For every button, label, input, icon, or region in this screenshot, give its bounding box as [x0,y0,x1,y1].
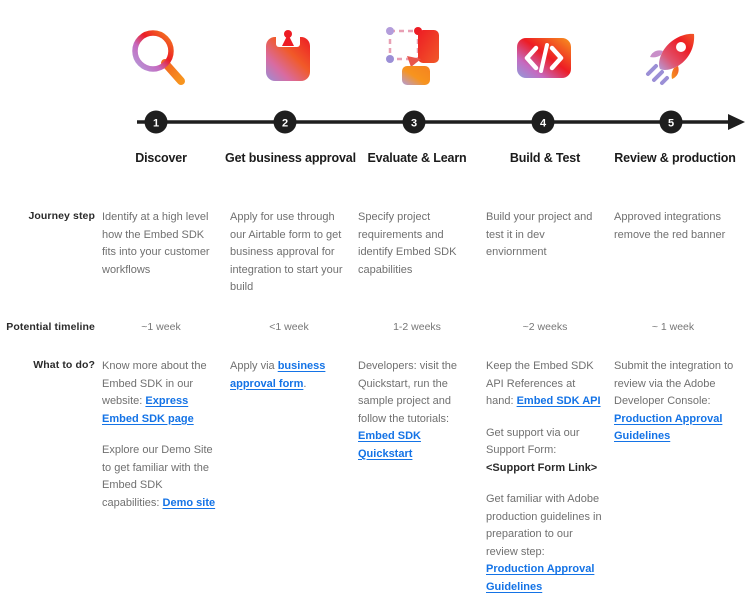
magnifier-icon [124,22,196,94]
timeline-value-2: <1 week [269,321,309,333]
what-to-do-col-5: Submit the integration to review via the… [614,358,740,446]
svg-text:4: 4 [540,118,547,130]
todo-block-2-1: Apply via business approval form. [230,358,348,393]
link-business-approval-form[interactable]: business approval form [230,360,326,390]
journey-step-text-2: Apply for use through our Airtable form … [230,211,343,293]
journey-step-text-4: Build your project and test it in dev en… [486,211,593,258]
todo-block-4-2: Get support via our Support Form: <Suppo… [486,425,604,478]
journey-table: Discover Get business approval Evaluate … [0,150,750,608]
journey-step-text-5: Approved integrations remove the red ban… [614,211,726,241]
row-what-to-do: What to do? Know more about the Embed SD… [0,358,750,608]
what-to-do-col-2: Apply via business approval form. [230,358,348,393]
icon-row [0,22,750,102]
todo-text: Know more about the Embed SDK in our web… [102,360,207,407]
arrow-head-icon [728,114,745,130]
row-journey-step: Journey step Identify at a high level ho… [0,176,750,296]
row-potential-timeline: Potential timeline ~1 week <1 week 1-2 w… [0,320,750,348]
link-production-approval-guidelines[interactable]: Production Approval Guidelines [486,563,595,593]
todo-block-1-1: Know more about the Embed SDK in our web… [102,358,220,428]
what-to-do-col-4: Keep the Embed SDK API References at han… [486,358,604,596]
todo-block-5-1: Submit the integration to review via the… [614,358,740,446]
todo-text: Developers: visit the Quickstart, run th… [358,360,458,425]
row-label-journey-step: Journey step [28,210,95,222]
journey-step-text-3: Specify project requirements and identif… [358,211,457,276]
link-demo-site[interactable]: Demo site [162,496,216,509]
timeline-value-3: 1-2 weeks [393,321,441,333]
link-production-approval-guidelines-console[interactable]: Production Approval Guidelines [614,412,723,443]
todo-text: Apply via [230,360,278,372]
timeline-marker-3: 3 [402,110,426,134]
todo-text: Get familiar with Adobe production guide… [486,493,602,558]
step-title-4: Build & Test [509,151,581,165]
todo-block-4-1: Keep the Embed SDK API References at han… [486,358,604,411]
shapes-icon [380,22,452,94]
todo-block-3-1: Developers: visit the Quickstart, run th… [358,358,476,463]
clipboard-icon [252,22,324,94]
what-to-do-col-1: Know more about the Embed SDK in our web… [102,358,220,512]
row-label-what-to-do: What to do? [33,359,95,371]
step-title-1: Discover [135,151,187,165]
timeline-marker-4: 4 [531,110,555,134]
support-form-link-placeholder: <Support Form Link> [486,461,598,474]
svg-text:3: 3 [411,118,417,130]
link-express-embed-sdk-page[interactable]: Express Embed SDK page [102,395,194,425]
todo-text: Keep the Embed SDK API References at han… [486,360,594,407]
link-embed-sdk-quickstart[interactable]: Embed SDK Quickstart [358,430,421,460]
what-to-do-col-3: Developers: visit the Quickstart, run th… [358,358,476,463]
todo-text: Submit the integration to review via the… [614,360,734,407]
timeline-marker-5: 5 [659,110,683,134]
todo-block-1-2: Explore our Demo Site to get familiar wi… [102,442,220,512]
todo-text-post: . [303,377,307,390]
svg-text:2: 2 [282,118,288,130]
step-title-2: Get business approval [225,151,356,165]
step-title-5: Review & production [614,151,736,165]
code-icon [508,22,580,94]
todo-text: Get support via our Support Form: [486,426,580,457]
row-step-titles: Discover Get business approval Evaluate … [0,150,750,176]
timeline-value-4: ~2 weeks [522,321,568,333]
timeline-axis: 1 2 3 4 5 [0,104,750,140]
todo-block-4-3: Get familiar with Adobe production guide… [486,491,604,596]
step-title-3: Evaluate & Learn [367,151,467,165]
svg-text:1: 1 [153,118,159,130]
journey-step-text-1: Identify at a high level how the Embed S… [102,211,210,276]
timeline-marker-1: 1 [144,110,168,134]
rocket-icon [636,22,708,94]
timeline-marker-2: 2 [273,110,297,134]
timeline-value-1: ~1 week [141,321,181,333]
todo-text: Explore our Demo Site to get familiar wi… [102,444,213,509]
timeline-value-5: ~ 1 week [651,321,695,333]
row-label-potential-timeline: Potential timeline [6,321,95,333]
svg-text:5: 5 [668,118,674,130]
link-embed-sdk-api[interactable]: Embed SDK API [516,395,601,407]
